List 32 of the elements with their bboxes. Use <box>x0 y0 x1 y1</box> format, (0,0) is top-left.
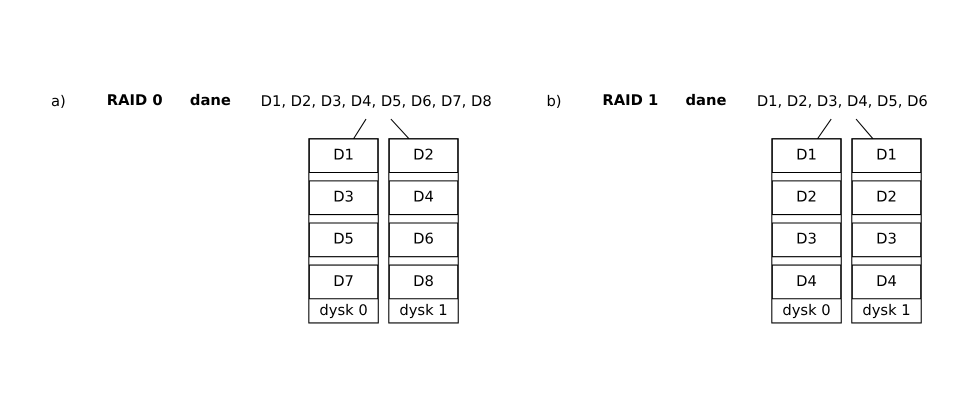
node-box: D1 <box>308 138 378 173</box>
node-box: D3 <box>308 180 378 215</box>
node-text: D1, D2, D3, D4, D5, D6 <box>756 92 928 110</box>
node-box: D1 <box>852 138 922 173</box>
label: RAID 1 <box>602 91 658 108</box>
node-box: D2 <box>772 180 842 215</box>
node-box: D1 <box>772 138 842 173</box>
node-box: D4 <box>772 264 842 299</box>
label: RAID 0 <box>106 91 163 108</box>
node-label: dysk 0 <box>319 301 368 318</box>
label: dane <box>686 91 726 108</box>
node-box: D2 <box>852 180 922 215</box>
node-box: D7 <box>308 264 378 299</box>
node-label: dysk 1 <box>399 301 448 318</box>
label: dane <box>190 91 231 108</box>
node-text: D1, D2, D3, D4, D5, D6, D7, D8 <box>260 92 492 110</box>
node-box: D4 <box>852 264 922 299</box>
node-box: D8 <box>388 264 458 299</box>
label: b) <box>546 92 562 110</box>
node-box: D3 <box>772 222 842 257</box>
connector <box>353 118 366 139</box>
node-box: D5 <box>308 222 378 257</box>
label: a) <box>51 92 66 110</box>
node-label: dysk 0 <box>782 301 831 318</box>
connector <box>817 118 832 139</box>
node-box: D4 <box>388 180 458 215</box>
connector <box>856 118 874 139</box>
node-box: D2 <box>388 138 458 173</box>
node-box: D6 <box>388 222 458 257</box>
node-label: dysk 1 <box>862 301 911 318</box>
connector <box>390 118 410 139</box>
node-box: D3 <box>852 222 922 257</box>
